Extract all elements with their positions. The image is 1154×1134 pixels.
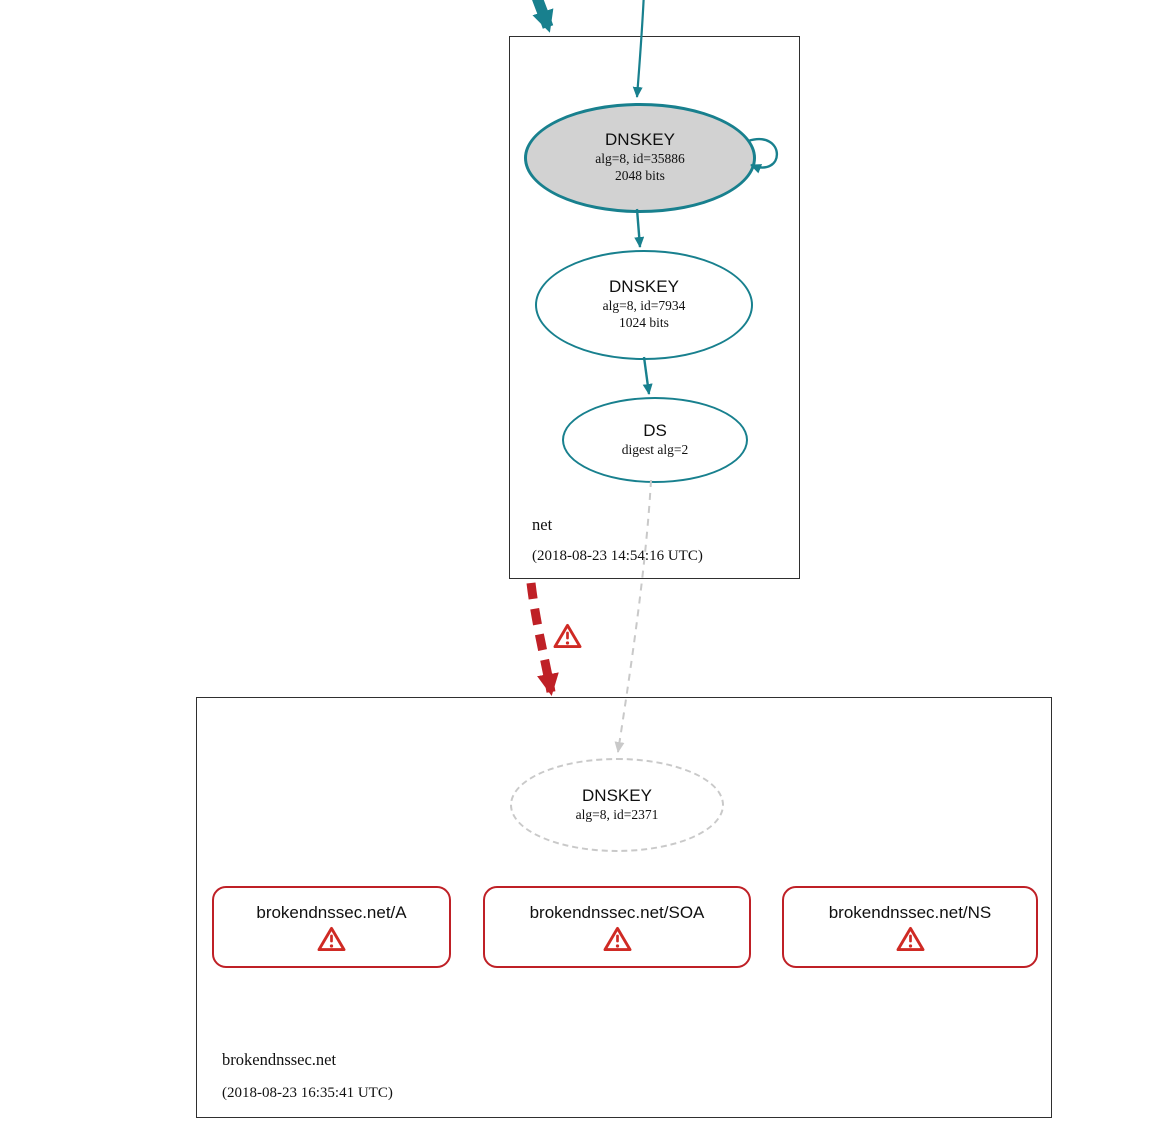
edge-delegation-bogus	[526, 582, 559, 696]
node-ds[interactable]: DS digest alg=2	[562, 397, 748, 483]
warning-icon	[317, 926, 346, 951]
zone-timestamp-net: (2018-08-23 14:54:16 UTC)	[532, 548, 703, 564]
rrset-brokendnssec-net-ns[interactable]: brokendnssec.net/NS	[782, 886, 1038, 968]
rrset-brokendnssec-net-a[interactable]: brokendnssec.net/A	[212, 886, 451, 968]
node-dnskey-zsk-7934[interactable]: DNSKEY alg=8, id=7934 1024 bits	[535, 250, 753, 360]
node-dnskey-ksk-35886[interactable]: DNSKEY alg=8, id=35886 2048 bits	[524, 103, 756, 213]
zone-name-brokendnssec-net: brokendnssec.net	[222, 1050, 337, 1069]
node-detail: digest alg=2	[621, 441, 689, 457]
rrset-label: brokendnssec.net/SOA	[529, 902, 705, 922]
node-dnskey-2371-missing[interactable]: DNSKEY alg=8, id=2371	[510, 758, 724, 852]
warning-icon	[896, 926, 924, 951]
warning-icon	[603, 926, 631, 951]
zone-timestamp-brokendnssec-net: (2018-08-23 16:35:41 UTC)	[222, 1085, 393, 1101]
zone-box-brokendnssec-net: DNSKEY alg=8, id=2371 brokendnssec.net/A…	[196, 697, 1052, 1118]
node-title: DNSKEY	[582, 785, 652, 805]
node-title: DS	[643, 420, 667, 440]
warning-icon	[553, 623, 582, 649]
node-detail: 2048 bits	[615, 168, 665, 184]
edge-delegation-secure-from-parent	[532, 0, 554, 33]
zone-name-net: net	[532, 515, 553, 534]
node-title: DNSKEY	[609, 277, 679, 297]
zone-box-net: DNSKEY alg=8, id=35886 2048 bits DNSKEY …	[509, 36, 800, 579]
node-detail: alg=8, id=2371	[575, 806, 659, 822]
node-detail: alg=8, id=35886	[595, 150, 685, 166]
rrset-brokendnssec-net-soa[interactable]: brokendnssec.net/SOA	[483, 886, 751, 968]
node-detail: alg=8, id=7934	[602, 297, 686, 313]
node-detail: 1024 bits	[619, 315, 669, 331]
rrset-label: brokendnssec.net/NS	[828, 902, 992, 922]
rrset-label: brokendnssec.net/A	[256, 902, 407, 922]
node-title: DNSKEY	[605, 130, 675, 150]
